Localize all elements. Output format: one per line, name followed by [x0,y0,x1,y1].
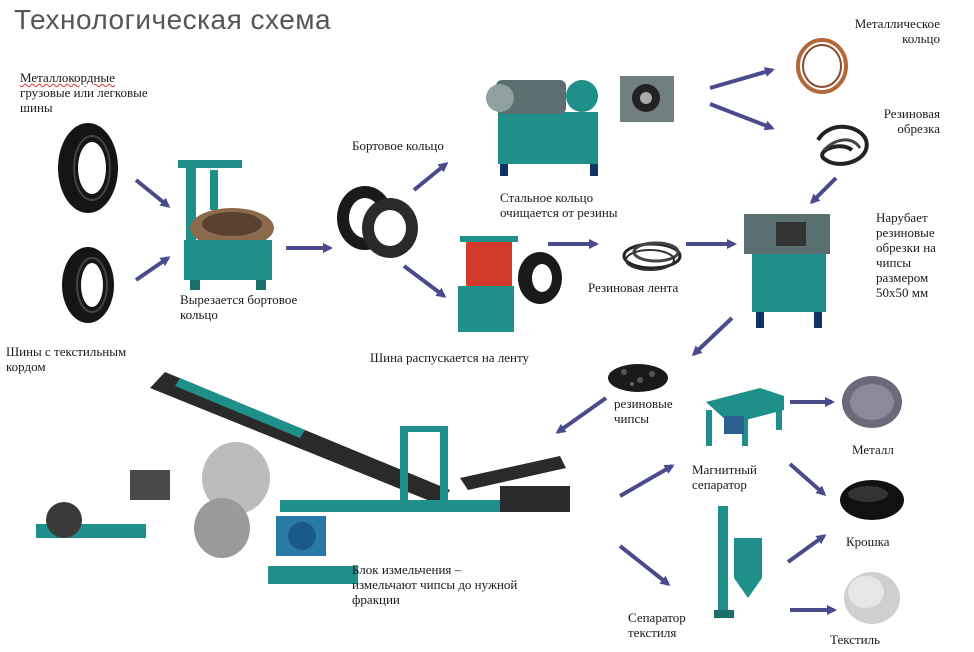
arrow-grinder-to-textile-sep [618,544,671,586]
label-metal: Металл [852,442,894,457]
label-textile-tires: Шины с текстильным кордом [6,344,127,374]
label-crumb: Крошка [846,534,890,549]
label-magnetic-separator: Магнитный сепаратор [692,462,757,492]
label-chop-chips: Нарубает резиновые обрезки на чипсы разм… [876,210,936,300]
arrow-magnetic-to-crumb [788,462,827,496]
metal-output-image [842,376,902,428]
metal-ring-image [796,38,848,94]
arrow-grinder-to-magnetic [619,464,675,498]
arrow-chopper-to-chips [691,316,734,357]
label-grinding-block: Блок измельчения – измельчают чипсы до н… [352,562,518,607]
crumb-output-image [840,480,904,520]
label-tire-to-strip: Шина распускается на ленту [370,350,530,365]
rubber-scrap-image [816,124,869,166]
chopper-machine-image [744,214,830,328]
rubber-strip-image [622,241,682,271]
arrow-cleaner-to-scrap [709,102,775,131]
textile-output-image [844,572,900,624]
magnetic-separator-machine-image [706,388,784,446]
label-metal-ring: Металлическое кольцо [854,16,940,46]
bead-cutter-machine-image [178,160,274,290]
label-textile-separator: Сепаратор текстиля [628,610,686,640]
metal-cord-tire-image [58,123,118,213]
textile-tire-image [62,247,114,323]
bead-ring-image [337,186,418,258]
ring-cleaning-machine-image [486,76,674,176]
label-rubber-strip: Резиновая лента [588,280,679,295]
flow-arrows [134,67,838,615]
label-bead-ring-cut: Вырезается бортовое кольцо [180,292,298,322]
label-steel-ring-cleaned: Стальное кольцо очищается от резины [500,190,618,220]
arrow-rings-to-cleaner [412,162,449,192]
label-rubber-chips: резиновые чипсы [614,396,673,426]
grinding-block-image [36,372,570,584]
arrow-tire1-to-cutter [134,178,171,208]
label-textile: Текстиль [830,632,881,647]
arrow-tire2-to-cutter [134,256,171,282]
rubber-chips-image [608,364,668,392]
textile-separator-machine-image [714,506,762,618]
strip-cutting-machine-image [458,236,562,332]
arrow-chips-to-grinder [555,396,608,434]
arrow-rings-to-strip [402,264,447,298]
label-bead-ring: Бортовое кольцо [352,138,444,153]
label-metal-cord-tires: Металлокордные грузовые или легковые шин… [20,70,148,115]
arrow-textile-sep-to-crumb [786,534,827,564]
diagram-title: Технологическая схема [14,4,332,35]
arrow-scrap-to-chopper [809,176,838,205]
arrow-cleaner-to-metal-ring [709,67,775,90]
label-rubber-scrap: Резиновая обрезка [883,106,940,136]
